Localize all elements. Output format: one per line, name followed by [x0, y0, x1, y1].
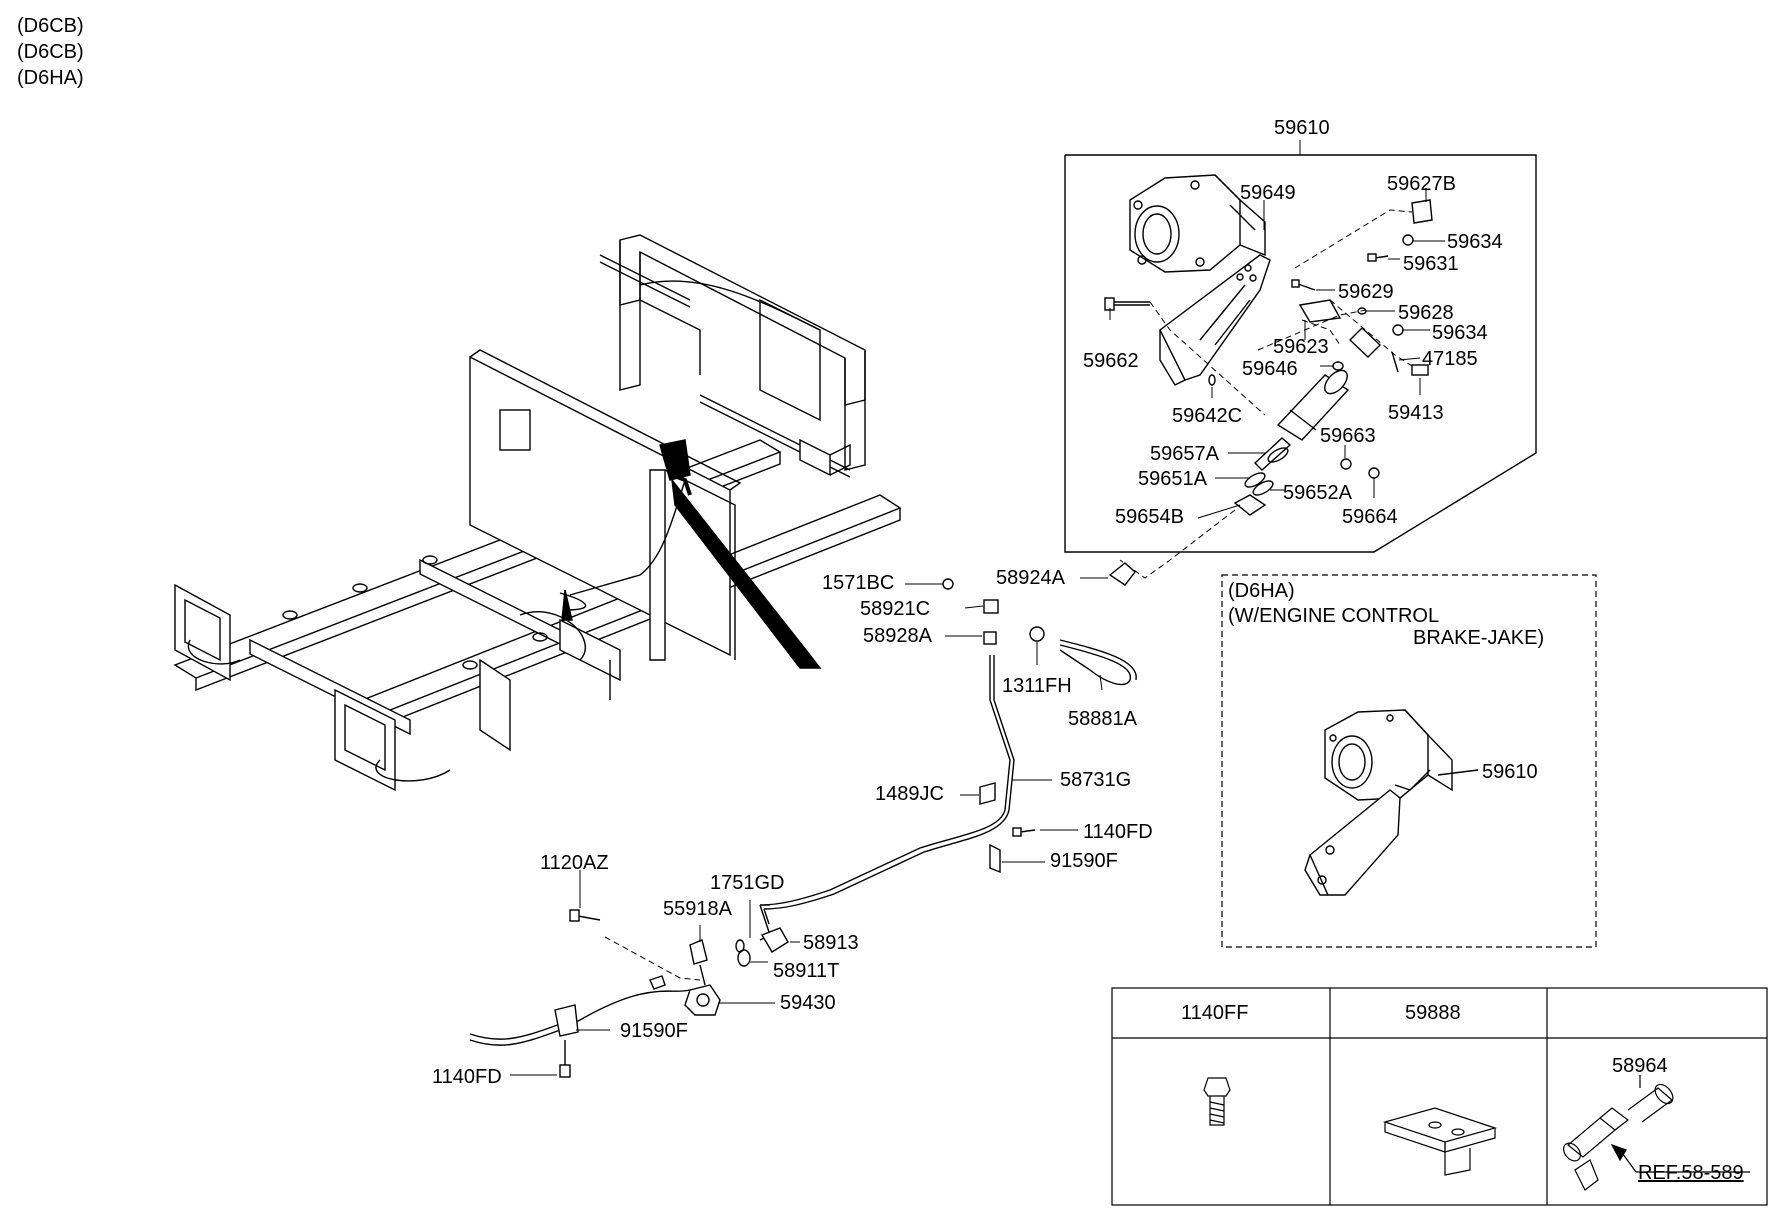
parts-table	[1111, 987, 1768, 1206]
callout-59627B: 59627B	[1387, 173, 1456, 195]
callout-58928A: 58928A	[863, 625, 932, 647]
callout-59663: 59663	[1320, 425, 1376, 447]
callout-leader-lines	[510, 140, 1445, 1076]
callout-58913: 58913	[803, 932, 859, 954]
callout-1311FH: 1311FH	[1002, 675, 1072, 697]
assembly-dashed-lines	[604, 209, 1413, 981]
callout-1489JC: 1489JC	[875, 783, 944, 805]
callout-59629: 59629	[1338, 281, 1394, 303]
callout-58731G: 58731G	[1060, 769, 1132, 791]
callout-91590F-lower: 91590F	[620, 1020, 688, 1042]
assembly-59610-box	[1064, 154, 1537, 553]
callout-58881A: 58881A	[1068, 708, 1137, 730]
callout-59610-d6ha: 59610	[1482, 761, 1538, 783]
callout-1140FD-lower: 1140FD	[432, 1066, 502, 1088]
callout-59652A: 59652A	[1283, 482, 1352, 504]
callout-58921C: 58921C	[860, 598, 931, 620]
callout-1751GD: 1751GD	[710, 872, 785, 894]
bracket-59888-drawing	[1382, 1107, 1498, 1176]
table-header-1140FF: 1140FF	[1181, 1002, 1249, 1024]
exhaust-brake-body-drawing	[1129, 174, 1271, 386]
d6ha-box-line2: (W/ENGINE CONTROL	[1228, 605, 1440, 627]
callout-59631: 59631	[1403, 253, 1459, 275]
tee-fitting-58964-drawing	[1563, 1075, 1750, 1191]
callout-1571BC: 1571BC	[822, 572, 895, 594]
callout-59430: 59430	[780, 992, 836, 1014]
air-lines-drawing	[469, 562, 1137, 1078]
callout-1140FD-upper: 1140FD	[1083, 821, 1153, 843]
callout-59664: 59664	[1342, 506, 1398, 528]
assembly-hardware-drawing	[1104, 199, 1433, 516]
callout-47185: 47185	[1422, 348, 1478, 370]
callout-59634-lower: 59634	[1432, 322, 1488, 344]
callout-59649: 59649	[1240, 182, 1296, 204]
ref-58-589-label: REF.58-589	[1638, 1162, 1744, 1184]
callout-55918A: 55918A	[663, 898, 732, 920]
d6ha-box	[1221, 574, 1597, 948]
callout-59657A: 59657A	[1150, 443, 1219, 465]
callout-58911T: 58911T	[773, 960, 840, 982]
table-header-59888: 59888	[1405, 1002, 1461, 1024]
callout-91590F-upper: 91590F	[1050, 850, 1118, 872]
engine-code-2: (D6CB)	[17, 41, 84, 63]
callout-59651A: 59651A	[1138, 468, 1207, 490]
chassis-frame-drawing	[173, 234, 902, 792]
callout-58964: 58964	[1612, 1055, 1668, 1077]
callout-1120AZ: 1120AZ	[540, 852, 609, 874]
callout-59642C: 59642C	[1172, 405, 1243, 427]
d6ha-box-title: (D6HA)	[1228, 580, 1295, 602]
callout-59634-upper: 59634	[1447, 231, 1503, 253]
engine-code-1: (D6CB)	[17, 15, 84, 37]
callout-58924A: 58924A	[996, 567, 1065, 589]
callout-59662: 59662	[1083, 350, 1139, 372]
callout-59646: 59646	[1242, 358, 1298, 380]
callout-59610: 59610	[1274, 117, 1330, 139]
engine-code-3: (D6HA)	[17, 67, 84, 89]
bolt-1140FF-drawing	[1203, 1077, 1231, 1126]
callout-59623: 59623	[1273, 336, 1329, 358]
d6ha-box-line3: BRAKE-JAKE)	[1413, 627, 1545, 649]
callout-59413: 59413	[1388, 402, 1444, 424]
callout-59628: 59628	[1398, 302, 1454, 324]
callout-59654B: 59654B	[1115, 506, 1184, 528]
